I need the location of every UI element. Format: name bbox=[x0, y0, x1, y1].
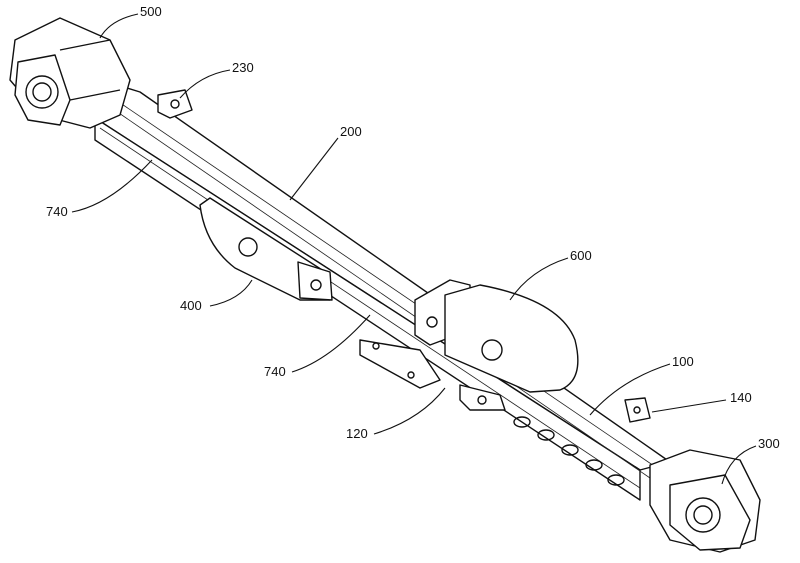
label-400: 400 bbox=[180, 298, 202, 313]
label-200: 200 bbox=[340, 124, 362, 139]
label-100: 100 bbox=[672, 354, 694, 369]
rail-body bbox=[94, 77, 671, 501]
hooks bbox=[513, 416, 625, 486]
top-bracket bbox=[157, 89, 193, 119]
bottom-bracket bbox=[624, 397, 651, 423]
carriage-600 bbox=[414, 279, 579, 393]
label-740-lower: 740 bbox=[264, 364, 286, 379]
label-500: 500 bbox=[140, 4, 162, 19]
label-140: 140 bbox=[730, 390, 752, 405]
label-120: 120 bbox=[346, 426, 368, 441]
label-600: 600 bbox=[570, 248, 592, 263]
label-230: 230 bbox=[232, 60, 254, 75]
label-300: 300 bbox=[758, 436, 780, 451]
end-cap-500 bbox=[9, 17, 131, 129]
mount-plate-400 bbox=[199, 197, 333, 301]
runner-120 bbox=[359, 339, 506, 411]
label-740-upper: 740 bbox=[46, 204, 68, 219]
leader-lines bbox=[71, 13, 757, 485]
end-cap-300 bbox=[649, 449, 761, 553]
